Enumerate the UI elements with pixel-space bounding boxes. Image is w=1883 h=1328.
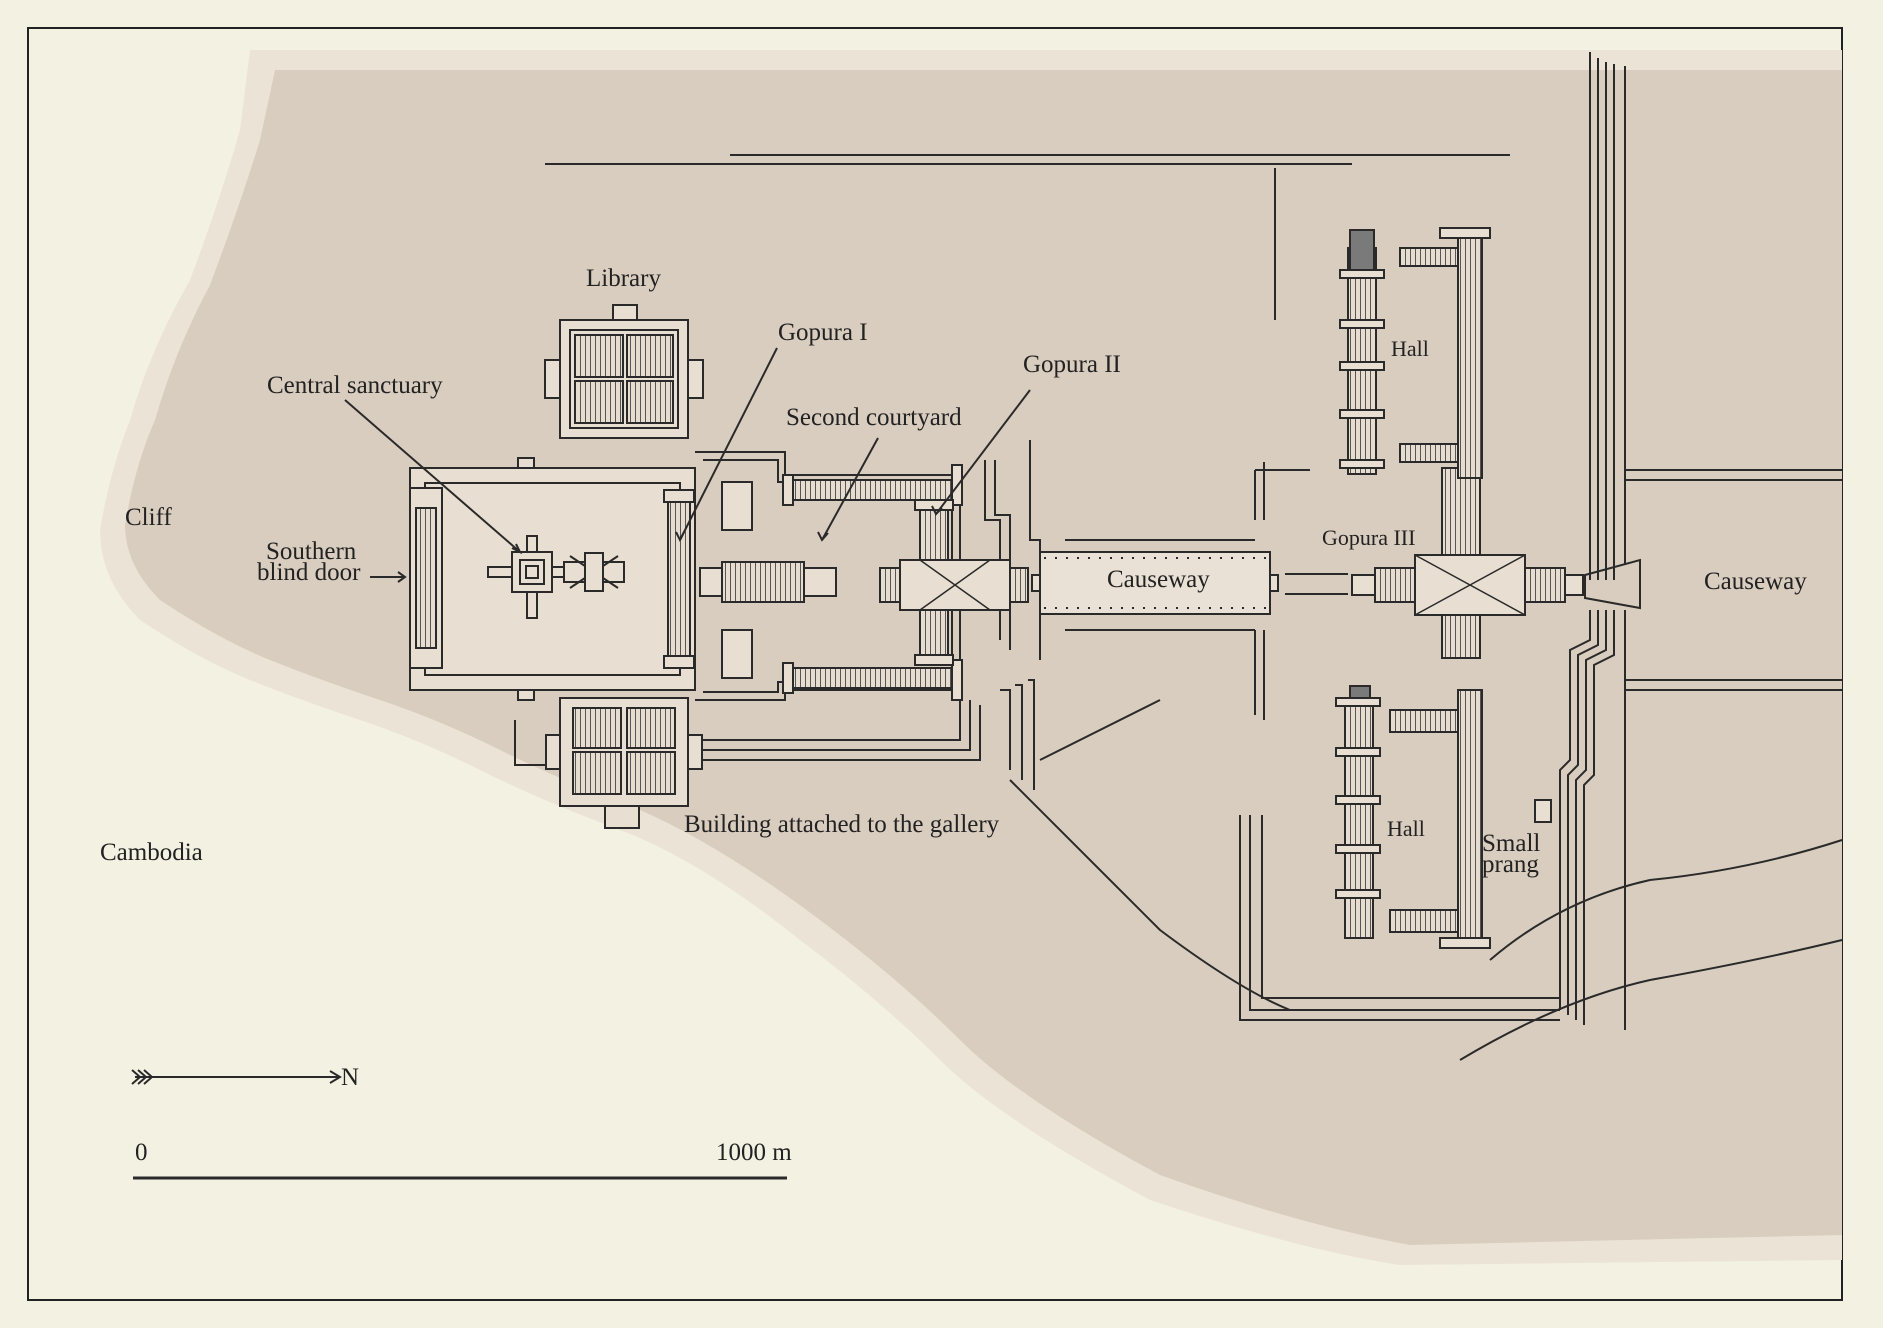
attached-building [545, 697, 703, 829]
gopura-i-building [663, 489, 695, 669]
southern-gallery-roof [415, 507, 437, 649]
small-prang-label-line1: Small [1482, 830, 1540, 857]
contour-line [1459, 939, 1843, 1061]
causeway-outer-label: Causeway [1704, 568, 1807, 595]
north-arrow: N [131, 1064, 359, 1091]
central-sanctuary-label: Central sanctuary [267, 372, 443, 399]
courtyard-small-building [721, 629, 753, 679]
north-arrow-label: N [341, 1064, 359, 1091]
central-sanctuary-building [487, 535, 565, 619]
southern-blind-door-label-line2: blind door [257, 559, 361, 586]
contour-line [1039, 699, 1161, 761]
scale-bar-start-label: 0 [135, 1139, 148, 1166]
gopura-ii-label: Gopura II [1023, 351, 1121, 378]
cliff-label: Cliff [125, 504, 172, 531]
gopura-iii-building [1351, 467, 1641, 659]
second-courtyard-label: Second courtyard [786, 404, 962, 431]
courtyard-central-hall [699, 561, 837, 603]
hall-south-label: Hall [1387, 816, 1425, 841]
gopura-i-label: Gopura I [778, 319, 868, 346]
contour-line [1489, 839, 1843, 961]
library-building [544, 304, 704, 439]
south-hall-building [1335, 685, 1491, 949]
leader-lines [344, 347, 1031, 583]
scale-bar-end-label: 1000 m [716, 1139, 792, 1166]
small-annex [517, 457, 535, 469]
courtyard-small-building [721, 481, 753, 531]
gopura-ii-building [879, 499, 1029, 666]
gallery-end [951, 659, 963, 701]
small-annex [517, 689, 535, 701]
southern-blind-door-label-line1: Southern [266, 538, 357, 565]
causeway-inner-label: Causeway [1107, 566, 1210, 593]
library-label: Library [586, 265, 661, 292]
north-hall-building [1339, 227, 1491, 479]
inner-causeway [1031, 539, 1348, 631]
gopura-iii-label: Gopura III [1322, 525, 1415, 550]
hall-north-label: Hall [1391, 336, 1429, 361]
mandapa-building [563, 552, 625, 592]
gallery-end [782, 474, 794, 506]
south-gallery [789, 667, 956, 689]
outer-causeway-lines [1559, 52, 1842, 1030]
contour-line [1009, 779, 1291, 1011]
small-prang-label-line2: prang [1482, 851, 1539, 878]
gallery-end [782, 662, 794, 694]
north-gallery [789, 479, 956, 501]
building-attached-label: Building attached to the gallery [684, 811, 1000, 838]
cambodia-label: Cambodia [100, 839, 203, 866]
scale-bar: 0 1000 m [133, 1139, 792, 1180]
gopura-iii-enclosure [1239, 462, 1560, 1021]
small-prang-building [1534, 799, 1552, 823]
